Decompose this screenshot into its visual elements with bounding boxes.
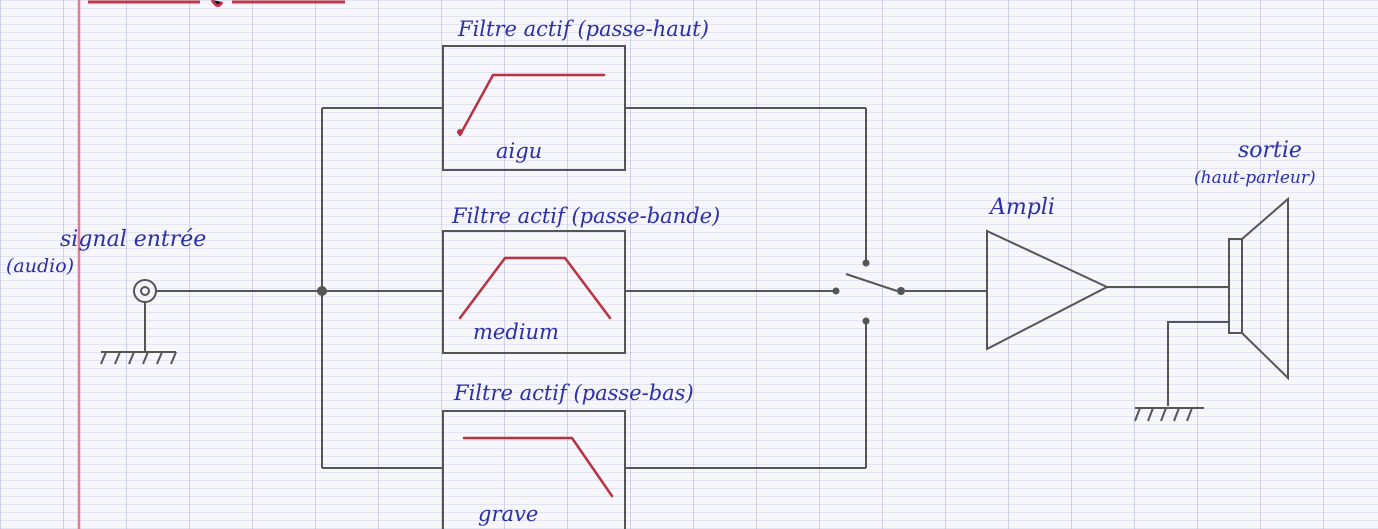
input-jack-icon [133,279,157,303]
speaker-return-wire [1167,321,1228,406]
output-ground-icon [1134,407,1204,422]
high-pass-band-label: aigu [496,139,542,163]
amplifier-icon [986,229,1110,351]
low-pass-band-label: grave [478,502,538,526]
output-label: sortie [1238,138,1302,163]
input-signal-label: signal entrée [60,227,206,252]
low-pass-filter-title: Filtre actif (passe-bas) [453,381,694,405]
amplifier-label: Ampli [988,195,1055,220]
high-pass-filter-title: Filtre actif (passe-haut) [457,17,709,41]
input-type-label: (audio) [6,255,74,277]
low-pass-curve-icon [462,436,614,498]
output-device-label: (haut-parleur) [1194,168,1316,188]
high-pass-curve-dot [457,129,463,135]
top-underline-hook [210,0,224,7]
input-ground-icon [100,351,177,365]
band-pass-filter-title: Filtre actif (passe-bande) [451,204,720,228]
high-pass-curve-icon [458,73,606,137]
band-pass-curve-icon [458,256,612,320]
speaker-icon [1228,196,1289,381]
band-pass-band-label: medium [473,320,559,344]
selector-switch-icon [832,259,905,325]
low-pass-filter-box [442,410,626,529]
